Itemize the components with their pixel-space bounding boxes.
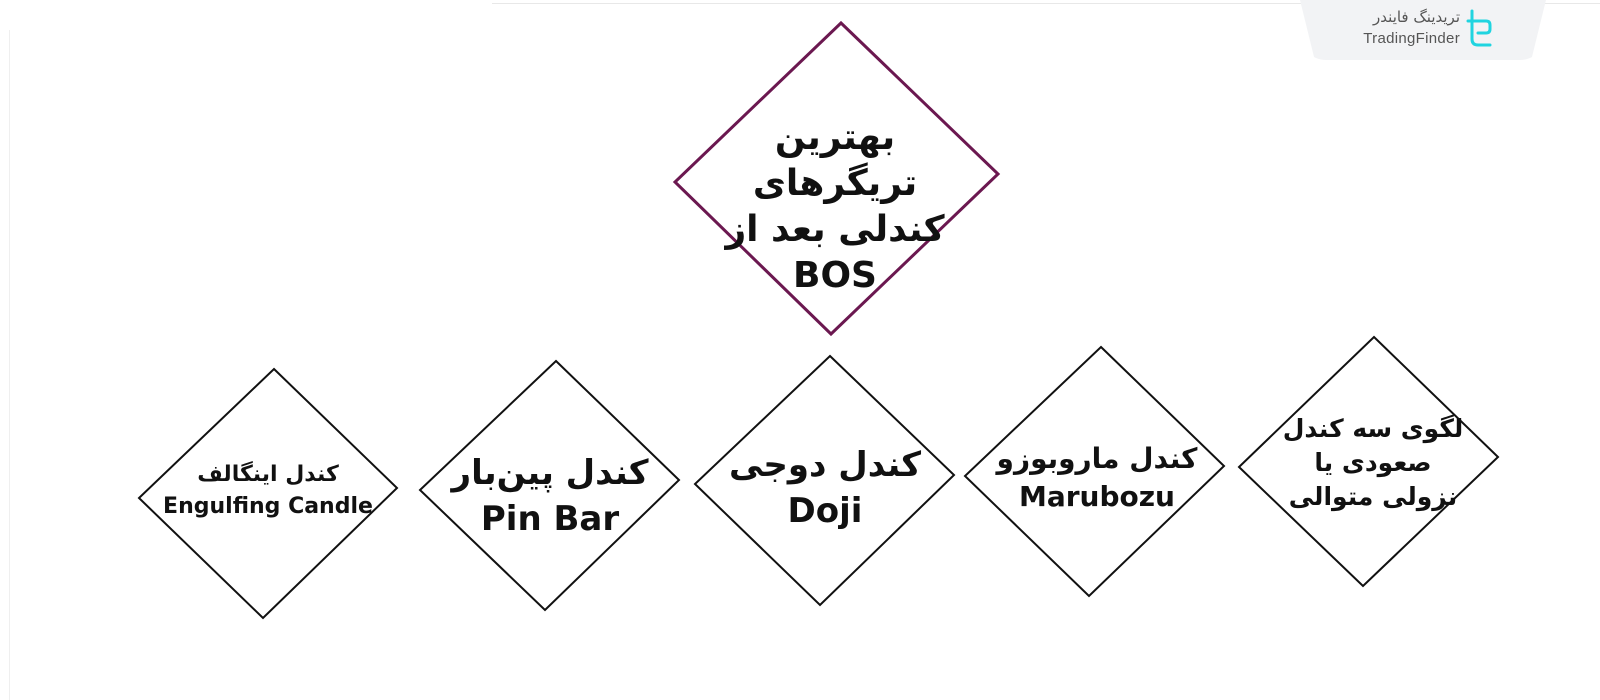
brand-badge	[1300, 0, 1546, 60]
three-candle-line-2: صعودی یا	[1314, 448, 1432, 477]
marubozu-en: Marubozu	[1018, 480, 1175, 513]
doji-label: کندل دوجی Doji	[715, 440, 935, 536]
doji-en: Doji	[787, 491, 863, 531]
pin-bar-label: کندل پین‌بار Pin Bar	[430, 448, 670, 544]
pin-bar-diamond	[418, 359, 681, 612]
three-candle-diamond	[1237, 335, 1500, 588]
brand-name-fa: تریدینگ فایندر	[1373, 8, 1460, 26]
top-divider	[492, 3, 1600, 4]
marubozu-diamond	[963, 345, 1226, 598]
left-divider	[9, 30, 10, 700]
engulfing-fa: کندل اینگالف	[197, 462, 339, 487]
pin-bar-fa: کندل پین‌بار	[451, 453, 649, 493]
root-line-2: کندلی بعد از	[725, 209, 945, 250]
doji-fa: کندل دوجی	[728, 445, 922, 485]
marubozu-label: کندل ماروبوزو Marubozu	[982, 438, 1212, 518]
engulfing-label: کندل اینگالف Engulfing Candle	[158, 458, 378, 524]
marubozu-fa: کندل ماروبوزو	[996, 442, 1198, 475]
pin-bar-en: Pin Bar	[480, 499, 620, 539]
three-candle-line-3: نزولی متوالی	[1288, 482, 1458, 511]
root-label: بهترین تریگرهای کندلی بعد از BOS	[690, 117, 980, 296]
brand-name-en: TradingFinder	[1363, 30, 1460, 47]
three-candle-label: لگوی سه کندل صعودی یا نزولی متوالی	[1263, 412, 1483, 514]
root-diamond	[672, 20, 1001, 337]
tradingfinder-logo-icon	[1466, 9, 1492, 47]
three-candle-line-1: لگوی سه کندل	[1282, 414, 1464, 443]
engulfing-diamond	[137, 367, 399, 620]
root-line-1: بهترین تریگرهای	[752, 117, 918, 204]
engulfing-en: Engulfing Candle	[163, 494, 373, 519]
root-line-3: BOS	[793, 255, 877, 296]
doji-diamond	[693, 354, 956, 607]
